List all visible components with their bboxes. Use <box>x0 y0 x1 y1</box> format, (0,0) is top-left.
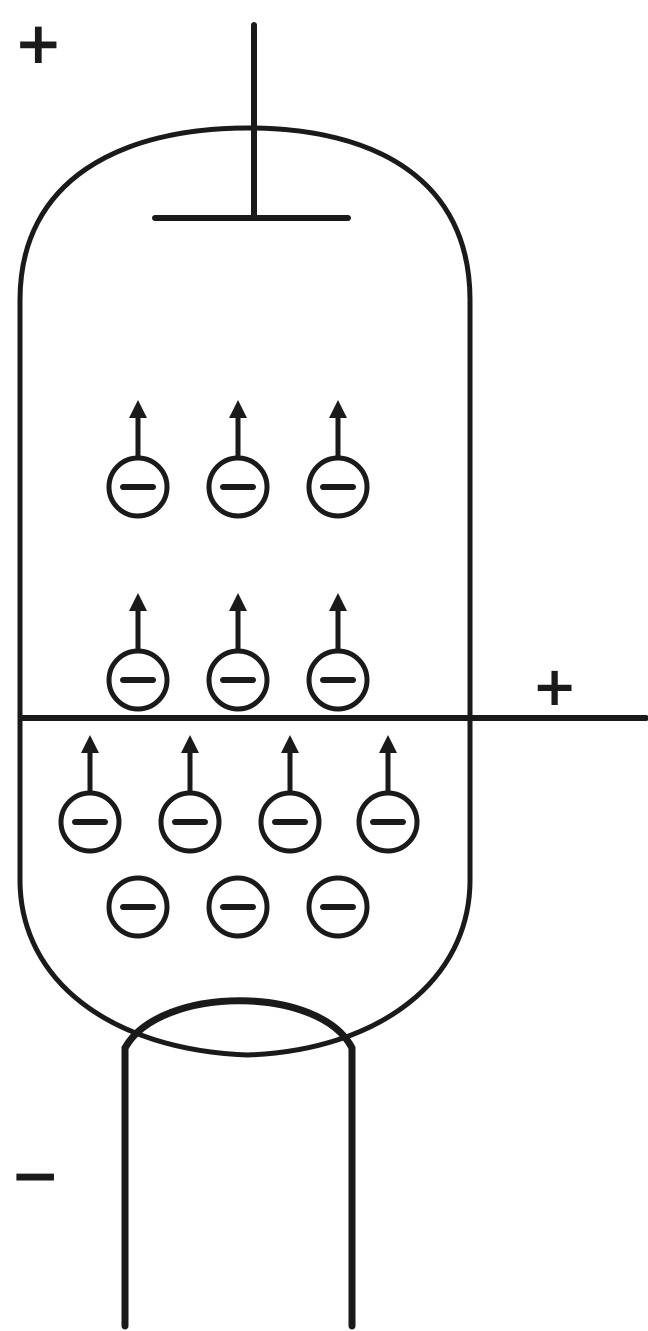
electron-moving <box>58 735 122 854</box>
cathode-filament <box>121 997 356 1052</box>
electron-moving <box>206 593 270 712</box>
electron-idle <box>306 875 370 939</box>
up-arrow-icon <box>229 400 247 418</box>
anode-polarity-label: + <box>14 9 63 77</box>
electron-idle <box>206 875 270 939</box>
up-arrow-icon <box>379 735 397 753</box>
electrons-layer <box>58 400 420 939</box>
electron-moving <box>106 400 170 519</box>
up-arrow-icon <box>181 735 199 753</box>
tube-envelope <box>17 125 473 1058</box>
up-arrow-icon <box>129 400 147 418</box>
up-arrow-icon <box>229 593 247 611</box>
up-arrow-icon <box>329 593 347 611</box>
electron-moving <box>258 735 322 854</box>
up-arrow-icon <box>129 593 147 611</box>
cathode-polarity-label: − <box>10 1141 61 1211</box>
electron-idle <box>106 875 170 939</box>
up-arrow-icon <box>281 735 299 753</box>
electron-moving <box>306 400 370 519</box>
electron-moving <box>106 593 170 712</box>
grid-polarity-label: + <box>532 655 578 718</box>
electron-moving <box>206 400 270 519</box>
up-arrow-icon <box>329 400 347 418</box>
up-arrow-icon <box>81 735 99 753</box>
electron-moving <box>306 593 370 712</box>
electron-moving <box>356 735 420 854</box>
electron-moving <box>158 735 222 854</box>
